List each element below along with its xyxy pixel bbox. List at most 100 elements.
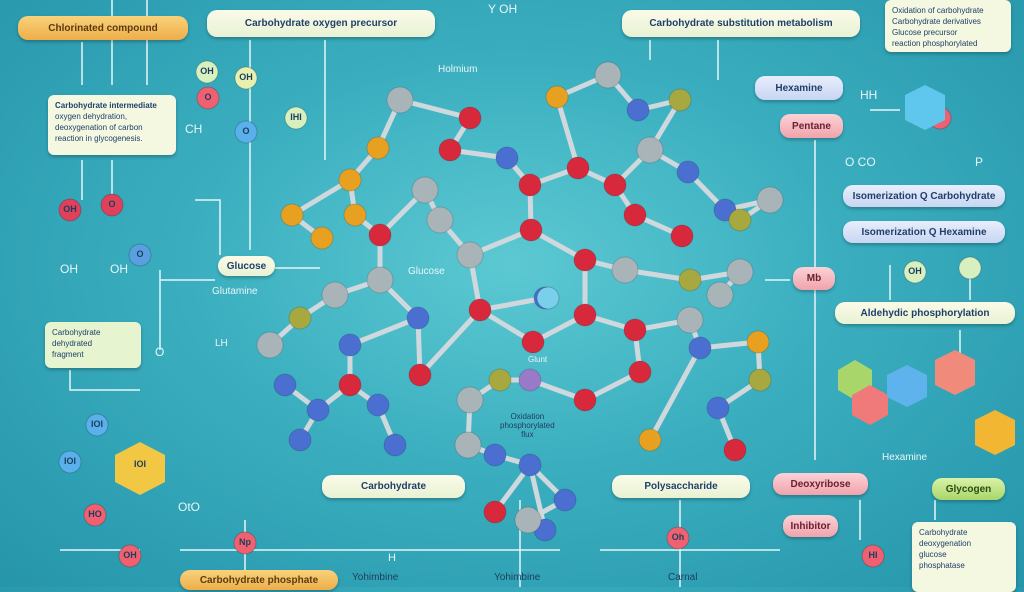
atom-node	[234, 66, 258, 90]
atom	[343, 203, 367, 227]
atom-label: O	[242, 126, 250, 136]
label-glunt: Glunt	[528, 355, 548, 364]
note-line: phosphatase	[919, 561, 965, 570]
atom	[638, 428, 662, 452]
atom	[366, 136, 390, 160]
atom-node	[58, 450, 82, 474]
pill-glycogen: Glycogen	[932, 478, 1005, 500]
atom-node	[666, 526, 690, 550]
atom-node	[233, 531, 257, 555]
atom	[438, 138, 462, 162]
atom-node	[196, 86, 220, 110]
note-line: dehydrated	[52, 339, 93, 348]
note-line: Carbohydrate	[919, 528, 968, 537]
atom	[676, 160, 700, 184]
atom	[408, 363, 432, 387]
pill-substitution-metabolism: Carbohydrate substitution metabolism	[622, 10, 860, 37]
atom	[668, 88, 692, 112]
pill-deoxyribose: Deoxyribose	[773, 473, 868, 495]
note-line: oxygen dehydration,	[55, 112, 128, 121]
note-line: fragment	[52, 350, 84, 359]
label-o-co: O CO	[845, 155, 876, 169]
pill-chlorinated-compound: Chlorinated compound	[18, 16, 188, 40]
label-line: flux	[521, 430, 534, 439]
atom-label: IOI	[63, 456, 76, 466]
atom-node	[85, 413, 109, 437]
atom	[495, 146, 519, 170]
atom	[483, 500, 507, 524]
pill-pentane: Pentane	[780, 114, 843, 138]
atom	[628, 360, 652, 384]
atom	[726, 258, 754, 286]
note-line: glucose	[919, 550, 947, 559]
atom	[338, 333, 362, 357]
atom-node	[958, 256, 982, 280]
atom-label: Np	[239, 537, 251, 547]
atom	[706, 396, 730, 420]
atom	[678, 268, 702, 292]
atom	[518, 453, 542, 477]
bond	[417, 307, 483, 378]
atom	[338, 168, 362, 192]
atom	[728, 208, 752, 232]
atom-node	[100, 193, 124, 217]
molecule-atoms	[58, 60, 1007, 568]
atom-node	[83, 503, 107, 527]
atom	[288, 306, 312, 330]
label-y-oh: Y OH	[488, 2, 518, 16]
atom	[746, 330, 770, 354]
atom	[288, 428, 312, 452]
label-carnal: Carnal	[668, 572, 698, 583]
atom	[456, 386, 484, 414]
atom	[426, 206, 454, 234]
atom	[456, 241, 484, 269]
atom-label: HO	[88, 509, 102, 519]
atom-label: IHI	[290, 112, 302, 122]
atom	[518, 368, 542, 392]
label-oh-2: OH	[110, 262, 128, 276]
note-line: deoxygenation of carbon	[55, 123, 143, 132]
atom-label: OH	[200, 66, 214, 76]
atom	[723, 438, 747, 462]
label-ch: CH	[185, 122, 203, 136]
atom	[468, 298, 492, 322]
atom	[514, 506, 542, 534]
pill-mb: Mb	[793, 267, 835, 290]
atom	[573, 388, 597, 412]
atom-label: IOI	[133, 459, 146, 469]
atom	[338, 373, 362, 397]
label-hexamine-right: Hexamine	[882, 452, 928, 463]
atom	[636, 136, 664, 164]
atom-label: IOI	[90, 419, 103, 429]
atom	[458, 106, 482, 130]
note-line: reaction in glycogenesis.	[55, 134, 143, 143]
atom-node	[536, 286, 560, 310]
label-lh: LH	[215, 338, 228, 349]
label-o: O	[155, 345, 165, 359]
atom-label: OH	[239, 72, 253, 82]
bond	[289, 177, 353, 218]
label-yohimbine-2: Yohimbine	[494, 572, 541, 583]
atom-node	[128, 243, 152, 267]
label-yohimbine-1: Yohimbine	[352, 572, 399, 583]
atom	[280, 203, 304, 227]
atom	[383, 433, 407, 457]
atom	[411, 176, 439, 204]
atom	[406, 306, 430, 330]
atom	[518, 173, 542, 197]
atom	[603, 173, 627, 197]
atom	[623, 203, 647, 227]
label-line: phosphorylated	[500, 421, 555, 430]
atom	[483, 443, 507, 467]
note-line: Carbohydrate	[52, 328, 101, 337]
atom	[573, 248, 597, 272]
bond	[477, 295, 548, 313]
pill-hexamine: Hexamine	[755, 76, 843, 100]
pill-oxygen-precursor: Carbohydrate oxygen precursor	[207, 10, 435, 37]
atom	[368, 223, 392, 247]
note-left-lower: Carbohydrate dehydrated fragment	[45, 322, 141, 368]
hexagon-group	[115, 85, 1015, 495]
atom	[566, 156, 590, 180]
atom	[756, 186, 784, 214]
